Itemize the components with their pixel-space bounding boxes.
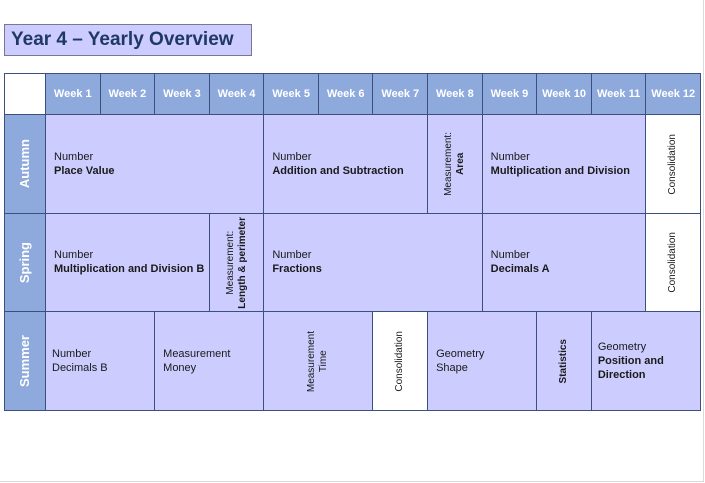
week-header-7: Week 7: [373, 74, 429, 115]
week-header-2: Week 2: [100, 74, 156, 115]
unit-autumn-addition-subtraction: Number Addition and Subtraction: [264, 115, 429, 214]
unit-topic: Place Value: [54, 164, 115, 177]
unit-spring-decimals-a: Number Decimals A: [482, 213, 647, 313]
unit-vertical-text: Consolidation: [394, 330, 406, 392]
term-spring-label: Spring: [17, 241, 32, 284]
unit-subject: Geometry: [597, 341, 647, 354]
week-header-1: Week 1: [46, 74, 101, 115]
unit-subject: Geometry: [436, 348, 485, 361]
unit-subject: Number: [272, 249, 312, 262]
unit-summer-consolidation: Consolidation: [373, 312, 429, 411]
unit-subject: Number: [52, 348, 92, 361]
unit-topic: Length & perimeter: [236, 216, 248, 309]
unit-topic: Position and Direction: [597, 355, 664, 382]
yearly-overview-table: Week 1 Week 2 Week 3 Week 4 Week 5 Week …: [4, 73, 701, 411]
unit-summer-statistics: Statistics: [537, 312, 592, 411]
unit-subject: Number: [272, 150, 312, 163]
unit-topic: Addition and Subtraction: [272, 164, 404, 177]
unit-subject: Measurement:: [442, 131, 454, 196]
unit-spring-length-perimeter: Measurement: Length & perimeter: [209, 213, 265, 313]
week-header-8: Week 8: [428, 74, 483, 115]
unit-topic: Decimals A: [490, 263, 550, 276]
week-header-12: Week 12: [646, 74, 701, 115]
unit-vertical-text: Consolidation: [667, 133, 679, 195]
unit-topic: Fractions: [272, 263, 322, 276]
unit-subject: Number: [54, 249, 94, 262]
unit-vertical-text: Measurement Time: [306, 331, 330, 392]
unit-topic: Area: [454, 152, 466, 175]
term-autumn: Autumn: [5, 115, 46, 214]
week-header-4: Week 4: [209, 74, 265, 115]
week-header-5: Week 5: [264, 74, 319, 115]
unit-subject: Measurement: [163, 348, 231, 361]
unit-autumn-consolidation: Consolidation: [646, 115, 701, 214]
unit-spring-consolidation: Consolidation: [646, 213, 701, 313]
week-header-6: Week 6: [318, 74, 374, 115]
term-summer-label: Summer: [17, 335, 32, 388]
term-spring: Spring: [5, 213, 46, 313]
unit-vertical-text: Measurement: Length & perimeter: [225, 217, 249, 309]
unit-summer-decimals-b: Number Decimals B: [46, 312, 156, 411]
unit-subject: Number: [54, 150, 94, 163]
unit-vertical-text: Statistics: [558, 338, 570, 384]
unit-summer-shape: Geometry Shape: [428, 312, 538, 411]
unit-topic: Multiplication and Division B: [54, 263, 205, 276]
unit-topic: Time: [318, 350, 330, 373]
unit-subject: Measurement:: [224, 230, 236, 295]
unit-subject: Number: [490, 249, 530, 262]
week-header-9: Week 9: [482, 74, 538, 115]
unit-topic: Multiplication and Division: [490, 164, 630, 177]
unit-summer-money: Measurement Money: [155, 312, 265, 411]
unit-vertical-text: Consolidation: [667, 232, 679, 293]
week-header-3: Week 3: [155, 74, 210, 115]
week-header-10: Week 10: [537, 74, 592, 115]
unit-autumn-area: Measurement: Area: [428, 115, 483, 214]
unit-subject: Measurement: [306, 330, 318, 392]
unit-autumn-place-value: Number Place Value: [46, 115, 265, 214]
unit-summer-time: Measurement Time: [264, 312, 374, 411]
page-title: Year 4 – Yearly Overview: [4, 24, 252, 56]
unit-summer-position-direction: Geometry Position and Direction: [591, 312, 701, 411]
week-header-11: Week 11: [591, 74, 647, 115]
unit-topic: Decimals B: [52, 362, 108, 375]
unit-autumn-mult-div: Number Multiplication and Division: [482, 115, 647, 214]
term-summer: Summer: [5, 312, 46, 411]
unit-topic: Shape: [436, 362, 468, 375]
unit-spring-mult-div-b: Number Multiplication and Division B: [46, 213, 210, 313]
unit-topic: Money: [163, 362, 197, 375]
unit-spring-fractions: Number Fractions: [264, 213, 483, 313]
unit-vertical-text: Measurement: Area: [443, 132, 467, 196]
term-autumn-label: Autumn: [17, 139, 32, 189]
corner-cell: [5, 74, 46, 115]
unit-subject: Number: [490, 150, 530, 163]
